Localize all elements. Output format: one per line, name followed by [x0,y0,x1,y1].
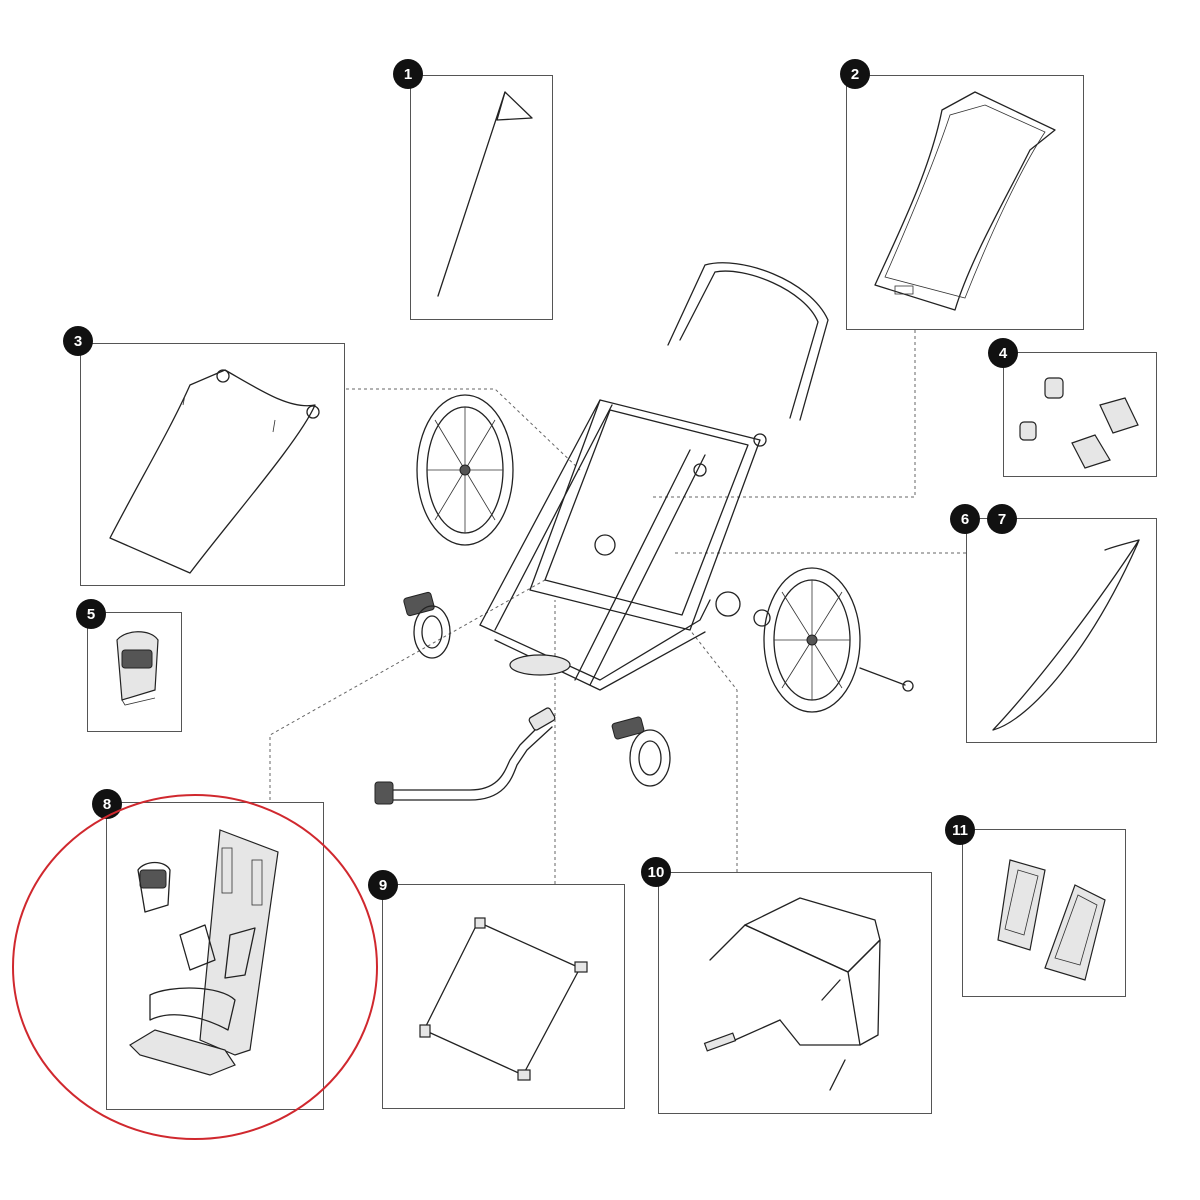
storage-basket-drawing [703,897,881,1091]
part-panel-3[interactable] [80,343,345,586]
safety-flag-drawing [437,91,533,297]
part-panel-2[interactable] [846,75,1084,330]
bumper-cover-drawing [874,91,1056,311]
seat-fabric-drawing [419,917,588,1081]
left-wheel-drawing [416,394,514,546]
stroller-frame-drawing [479,262,829,691]
part-number-badge: 11 [945,815,975,845]
right-wheel-drawing [715,567,914,713]
front-wheel-left-drawing [403,591,451,659]
part-number-badge: 8 [92,789,122,819]
tow-arm-drawing [374,707,556,805]
buckle-drawing [116,631,159,706]
part-number-badge: 2 [840,59,870,89]
front-wheel-right-drawing [611,716,671,787]
part-panel-9[interactable] [382,884,625,1109]
leader-lines [269,330,966,884]
canopy-drawing [109,369,320,574]
part-number-badge: 7 [987,504,1017,534]
part-number-badge: 5 [76,599,106,629]
part-number-badge: 10 [641,857,671,887]
reflector-pads-drawing [997,859,1106,981]
part-number-badge: 1 [393,59,423,89]
part-number-badge: 3 [63,326,93,356]
part-number-badge: 6 [950,504,980,534]
part-panel-10[interactable] [658,872,932,1114]
infant-seat-drawing [129,829,279,1076]
part-number-badge: 4 [988,338,1018,368]
reflector-drawing [992,539,1140,731]
part-panel-6-7[interactable] [966,518,1157,743]
clips-drawing [1019,377,1139,469]
part-number-badge: 9 [368,870,398,900]
